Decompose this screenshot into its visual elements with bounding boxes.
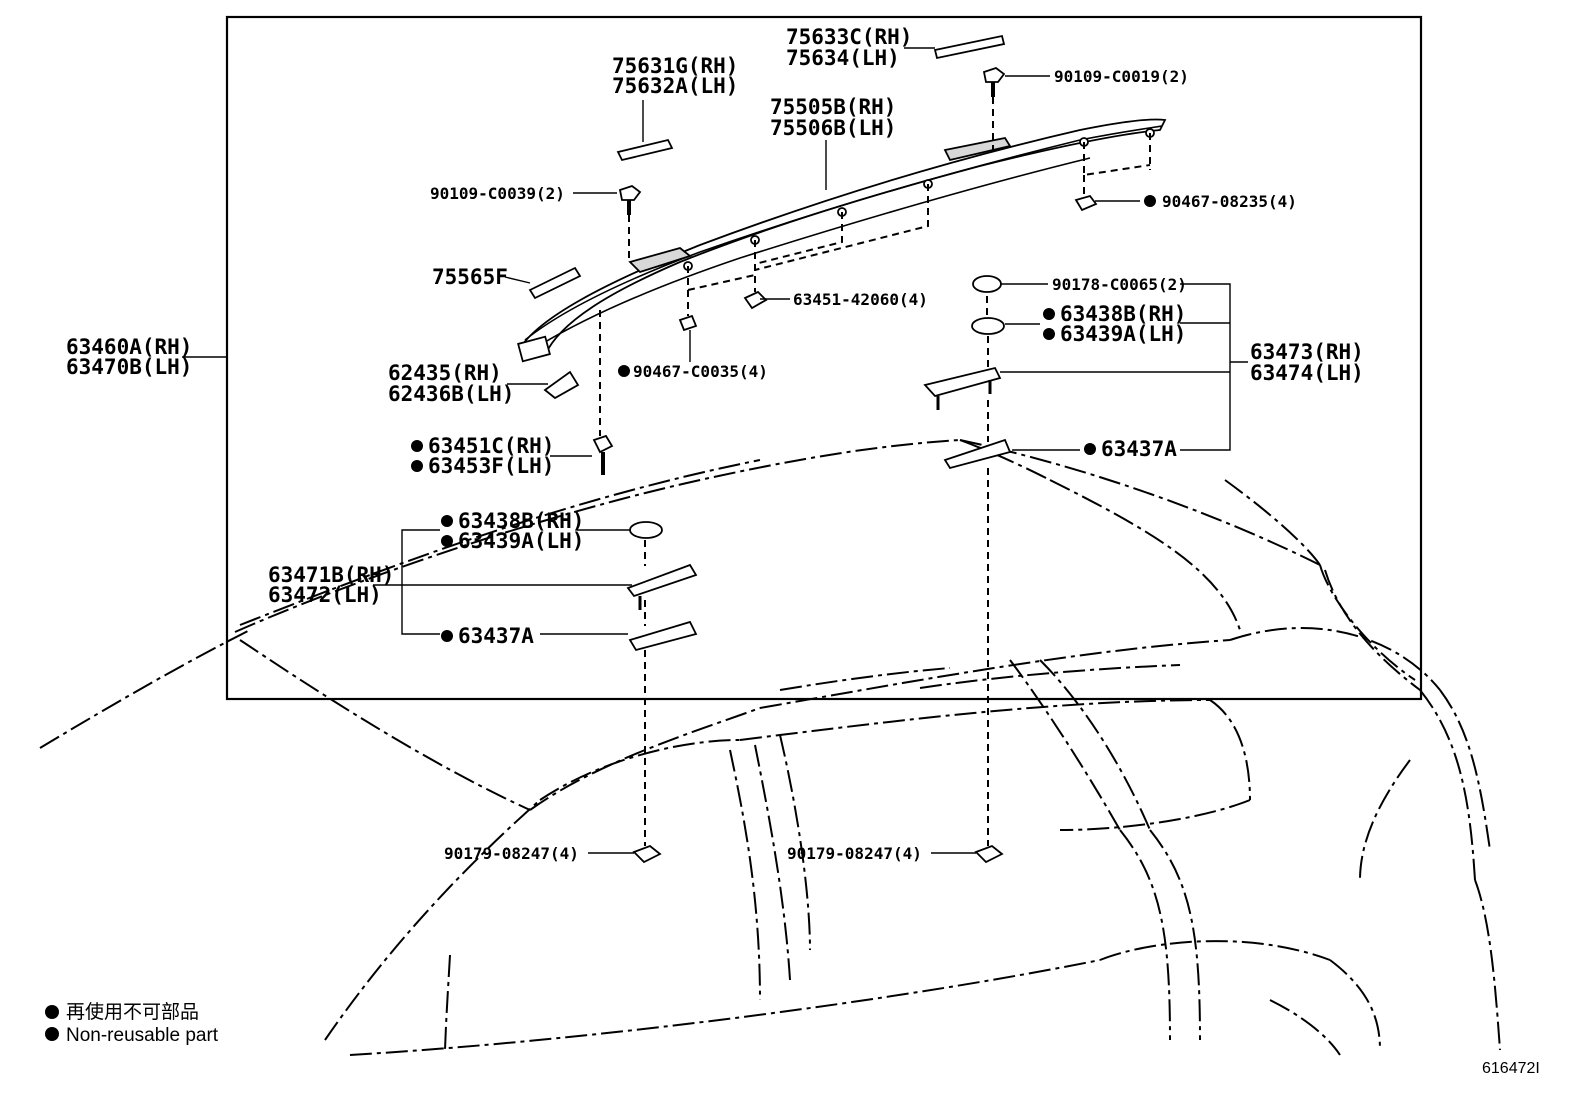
label-leaders xyxy=(182,47,1248,854)
label-63439a-top: 63439A(LH) xyxy=(1060,322,1186,346)
label-75632a: 75632A(LH) xyxy=(612,74,738,98)
label-75633c: 75633C(RH) xyxy=(786,25,912,49)
label-90109-c0039: 90109-C0039(2) xyxy=(430,184,565,203)
nut-90179-left xyxy=(632,844,662,864)
label-63473: 63473(RH) xyxy=(1250,340,1364,364)
label-75565f: 75565F xyxy=(432,265,508,289)
label-90179-right: 90179-08247(4) xyxy=(787,844,922,863)
label-63470b: 63470B(LH) xyxy=(66,355,192,379)
legend: 再使用不可部品 Non-reusable part xyxy=(45,1001,219,1046)
label-63474: 63474(LH) xyxy=(1250,361,1364,385)
clip-90467-c0035 xyxy=(678,314,698,332)
non-reusable-markers xyxy=(411,195,1156,642)
label-63439a-bot: 63439A(LH) xyxy=(458,529,584,553)
cover-75631g xyxy=(616,138,674,162)
bolt-90109-c0039 xyxy=(618,184,642,215)
label-90467-c0035: 90467-C0035(4) xyxy=(633,362,768,381)
label-62435: 62435(RH) xyxy=(388,361,502,385)
bolt-90109-c0019 xyxy=(982,66,1006,97)
label-90467-08235: 90467-08235(4) xyxy=(1162,192,1297,211)
bracket-63473 xyxy=(923,366,1002,398)
label-75505b: 75505B(RH) xyxy=(770,95,896,119)
pad-63438b-bot xyxy=(629,521,663,539)
label-75634: 75634(LH) xyxy=(786,46,900,70)
legend-bullet-jp xyxy=(45,1005,59,1019)
label-90178-c0065: 90178-C0065(2) xyxy=(1052,275,1187,294)
stud-63451c xyxy=(592,434,614,475)
label-63460a: 63460A(RH) xyxy=(66,335,192,359)
assembly-frame xyxy=(225,15,1423,701)
label-63438b-bot: 63438B(RH) xyxy=(458,509,584,533)
label-62436b: 62436B(LH) xyxy=(388,382,514,406)
label-63471b: 63471B(RH) xyxy=(268,563,394,587)
gasket-63437a-bot xyxy=(628,620,698,652)
label-63472: 63472(LH) xyxy=(268,583,382,607)
label-75631g: 75631G(RH) xyxy=(612,54,738,78)
figure-id: 616472I xyxy=(1482,1060,1540,1077)
bracket-63471b xyxy=(626,563,698,598)
label-63451c: 63451C(RH) xyxy=(428,434,554,458)
gasket-63437a-top xyxy=(943,438,1012,470)
label-63437a-bot: 63437A xyxy=(458,624,534,648)
pad-63438b-top xyxy=(971,317,1005,335)
label-63453f: 63453F(LH) xyxy=(428,454,554,478)
label-63451-42060: 63451-42060(4) xyxy=(793,290,928,309)
cover-75565f xyxy=(528,266,582,300)
end-cap-62435 xyxy=(543,370,580,400)
label-63437a-top: 63437A xyxy=(1101,437,1177,461)
legend-bullet-en xyxy=(45,1027,59,1041)
label-63438b-top: 63438B(RH) xyxy=(1060,302,1186,326)
label-75506b: 75506B(LH) xyxy=(770,116,896,140)
assembly-lines xyxy=(599,97,1151,846)
vehicle-body-outline xyxy=(39,439,1501,1056)
roof-rail xyxy=(517,118,1167,363)
label-90109-c0019: 90109-C0019(2) xyxy=(1054,67,1189,86)
label-90179-left: 90179-08247(4) xyxy=(444,844,579,863)
legend-jp: 再使用不可部品 xyxy=(66,1001,199,1023)
part-labels: 75633C(RH) 75634(LH) 75631G(RH) 75632A(L… xyxy=(66,25,1364,863)
legend-en: Non-reusable part xyxy=(66,1025,219,1046)
nut-90178-c0065 xyxy=(972,275,1002,293)
nut-90179-right xyxy=(974,844,1004,864)
nut-63451-42060 xyxy=(743,290,768,310)
clip-90467-08235 xyxy=(1074,194,1098,212)
cover-75633c xyxy=(933,34,1006,60)
